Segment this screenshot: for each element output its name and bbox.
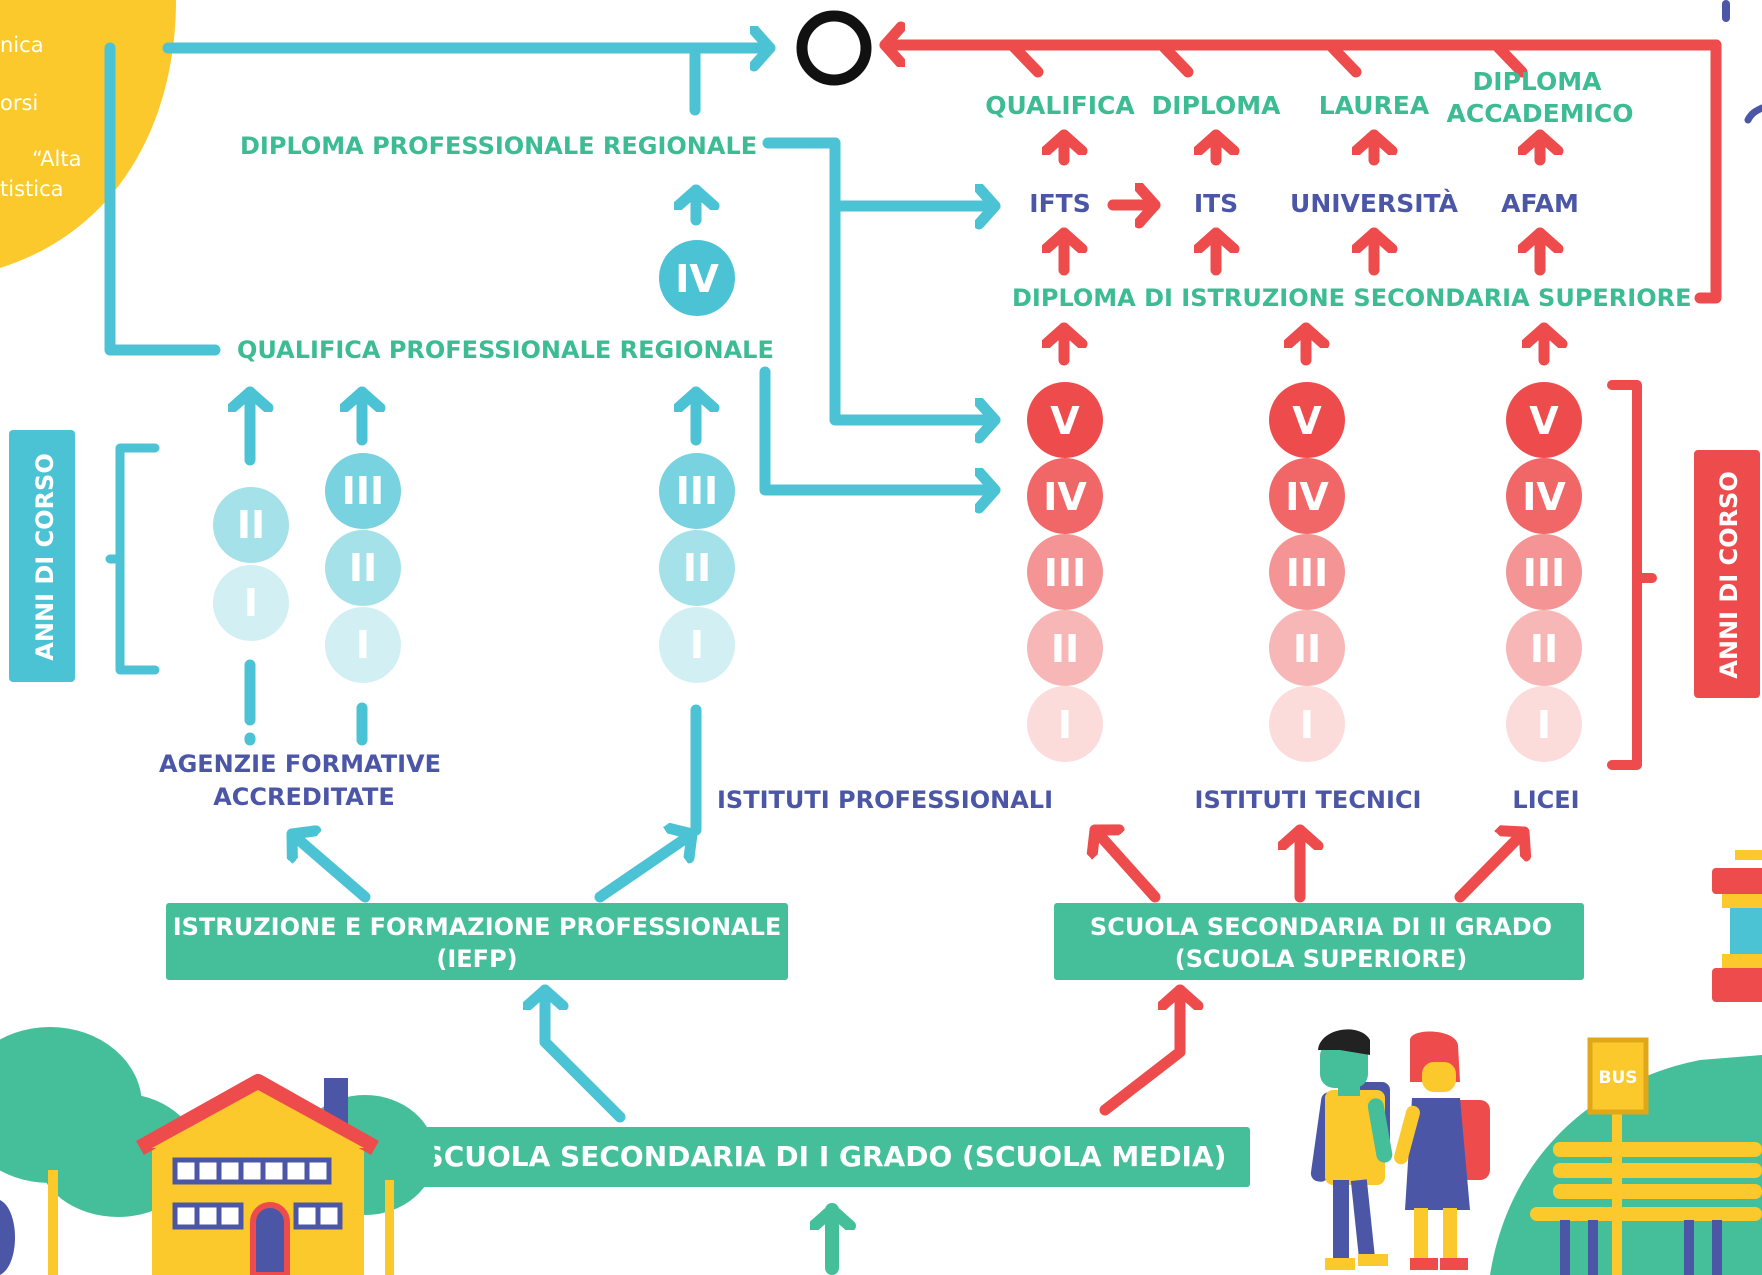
secondaria-ii-box: SCUOLA SECONDARIA DI II GRADO (SCUOLA SU… [1054,903,1584,980]
year-badge: V [1529,399,1559,443]
anni-di-corso-right-label: ANNI DI CORSO [1715,471,1743,678]
diploma-label: DIPLOMA [1152,91,1282,120]
anni-di-corso-left: ANNI DI CORSO [9,430,75,682]
iefp-box: ISTRUZIONE E FORMAZIONE PROFESSIONALE (I… [166,903,788,980]
end-point-circle [796,10,872,86]
anni-di-corso-right: ANNI DI CORSO [1694,450,1760,698]
year-badge: I [1300,703,1314,747]
year-badge: I [244,581,258,625]
year-badge: I [1537,703,1551,747]
diploma-accademico-line-1: DIPLOMA [1473,67,1603,96]
year-badge: V [1050,399,1080,443]
iefp-line-1: ISTRUZIONE E FORMAZIONE PROFESSIONALE [173,913,782,941]
year-badge: II [683,546,711,590]
agenzie-label-line-1: AGENZIE FORMATIVE [159,750,441,778]
qualifica-prof-regionale-label: QUALIFICA PROFESSIONALE REGIONALE [237,336,774,364]
post-secondary-paths: IFTS ITS UNIVERSITÀ AFAM [1029,189,1579,218]
year-badge: III [676,469,718,513]
year-column-professionali-iefp: IV III II I [659,240,735,683]
bus-stop-scene: BUS [1490,1037,1762,1275]
year-column-agenzie-3yr: III II I [325,453,401,683]
professionali-label: ISTITUTI PROFESSIONALI [717,786,1053,814]
secondaria-ii-line-1: SCUOLA SECONDARIA DI II GRADO [1090,913,1552,941]
year-badge: II [1530,627,1558,671]
year-badge: II [237,503,265,547]
year-column-agenzie-2yr: II I [213,487,289,641]
year-badge: I [1058,703,1072,747]
its-label: ITS [1194,189,1238,218]
higher-education-outcomes: QUALIFICA DIPLOMA LAUREA DIPLOMA ACCADEM… [985,67,1633,128]
iefp-line-2: (IEFP) [436,945,517,973]
year-badge: III [1044,551,1086,595]
secondaria-ii-line-2: (SCUOLA SUPERIORE) [1175,945,1467,973]
afam-label: AFAM [1501,189,1579,218]
agenzie-label-line-2: ACCREDITATE [213,783,395,811]
diploma-accademico-line-2: ACCADEMICO [1447,99,1634,128]
licei-label: LICEI [1512,786,1579,814]
red-connectors [879,45,1722,1116]
universita-label: UNIVERSITÀ [1290,189,1459,218]
year-column-professionali: V IV III II I [1027,382,1103,762]
ifts-label: IFTS [1029,189,1090,218]
year-column-licei: V IV III II I [1506,382,1582,762]
year-badge: IV [1285,475,1329,519]
corner-note-line-4: tistica [0,177,64,201]
bus-sign-label: BUS [1598,1068,1637,1088]
teal-connectors [104,48,1001,1123]
year-badge: I [356,623,370,667]
secondaria-i-box: SCUOLA SECONDARIA DI I GRADO (SCUOLA MED… [400,1127,1250,1187]
student-girl [1394,1031,1490,1270]
right-edge-fragments [1712,0,1762,1002]
year-badge: IV [1043,475,1087,519]
corner-note: nica orsi “Alta tistica [0,0,176,268]
year-badge: IV [675,257,719,301]
year-column-tecnici: V IV III II I [1269,382,1345,762]
year-badge: II [1051,627,1079,671]
year-badge: III [1523,551,1565,595]
year-badge: III [1286,551,1328,595]
secondaria-i-label: SCUOLA SECONDARIA DI I GRADO (SCUOLA MED… [424,1140,1227,1173]
year-badge: V [1292,399,1322,443]
year-badge: II [349,546,377,590]
school-types: AGENZIE FORMATIVE ACCREDITATE ISTITUTI P… [159,750,1580,814]
diploma-prof-regionale-label: DIPLOMA PROFESSIONALE REGIONALE [240,132,757,160]
year-badge: III [342,469,384,513]
qualifica-label: QUALIFICA [985,91,1135,120]
corner-note-line-2: orsi [0,91,38,115]
anni-di-corso-left-label: ANNI DI CORSO [31,453,59,660]
student-boy [1310,1029,1393,1270]
school-scene [0,1027,435,1275]
diploma-superiore-label: DIPLOMA DI ISTRUZIONE SECONDARIA SUPERIO… [1012,284,1692,312]
year-badge: II [1293,627,1321,671]
bus-sign [1587,1037,1649,1115]
laurea-label: LAUREA [1319,91,1430,120]
tecnici-label: ISTITUTI TECNICI [1195,786,1422,814]
corner-note-line-3: “Alta [32,147,81,171]
year-badge: I [690,623,704,667]
corner-note-line-1: nica [0,33,44,57]
year-badge: IV [1522,475,1566,519]
